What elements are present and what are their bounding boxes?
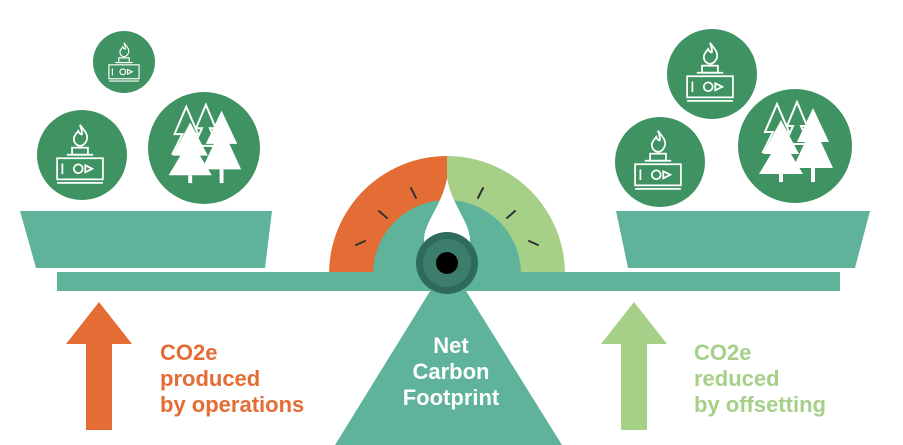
scale-stand — [335, 262, 562, 445]
pivot-center — [436, 252, 458, 274]
co2e-reduced-label: CO2e reduced by offsetting — [694, 340, 826, 418]
up-arrow-icon — [601, 302, 667, 430]
stove-flame-icon — [93, 31, 155, 93]
pine-trees-icon — [738, 89, 852, 203]
left-pan — [20, 211, 272, 268]
gauge-ticks — [355, 187, 539, 246]
left-label-line2: produced — [160, 366, 261, 391]
center-label-line3: Footprint — [402, 385, 500, 410]
right-pan — [616, 211, 870, 268]
net-carbon-footprint-label: Net Carbon Footprint — [376, 333, 526, 411]
co2e-produced-label: CO2e produced by operations — [160, 340, 304, 418]
center-label-line1: Net — [433, 333, 469, 358]
stove-flame-icon — [37, 110, 127, 200]
pine-trees-icon — [148, 92, 260, 204]
left-label-line1: CO2e — [160, 340, 218, 365]
stove-flame-icon — [615, 117, 705, 207]
center-label-line2: Carbon — [412, 359, 490, 384]
right-label-line2: reduced — [694, 366, 780, 391]
left-label-line3: by operations — [160, 392, 305, 417]
right-label-line3: by offsetting — [694, 392, 826, 417]
stove-flame-icon — [667, 29, 757, 119]
up-arrow-icon — [66, 302, 132, 430]
right-label-line1: CO2e — [694, 340, 752, 365]
